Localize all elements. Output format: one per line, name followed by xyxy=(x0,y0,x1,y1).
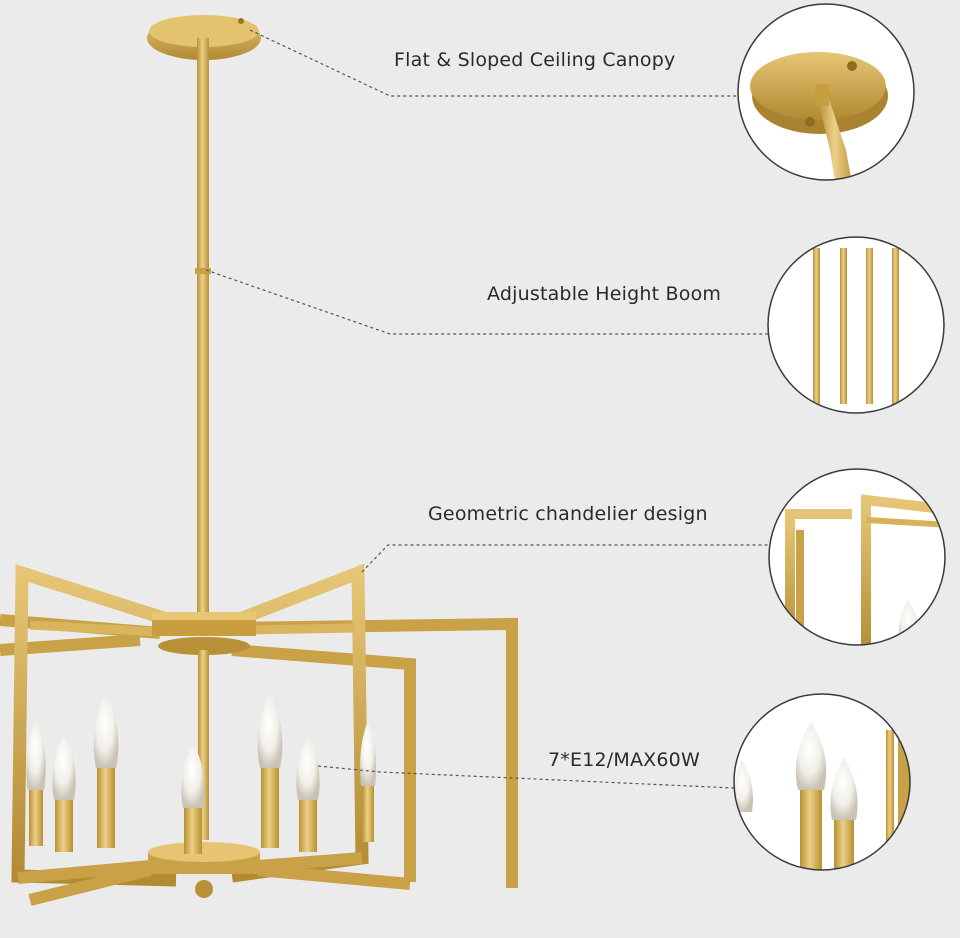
callout-label-boom: Adjustable Height Boom xyxy=(487,283,722,305)
detail-circle-boom xyxy=(767,236,945,414)
leader-lines xyxy=(205,29,768,789)
detail-circle-design xyxy=(768,468,946,646)
leader-canopy xyxy=(249,29,738,97)
leader-design xyxy=(361,544,768,573)
callout-label-design: Geometric chandelier design xyxy=(428,503,708,525)
callout-label-bulbs: 7*E12/MAX60W xyxy=(548,749,700,771)
leader-boom xyxy=(205,269,768,335)
callout-label-canopy: Flat & Sloped Ceiling Canopy xyxy=(394,49,676,71)
leader-bulbs xyxy=(317,765,735,789)
detail-circle-bulbs xyxy=(733,693,911,871)
candle-group xyxy=(26,694,377,854)
detail-circle-canopy xyxy=(737,3,915,181)
chandelier xyxy=(0,15,518,906)
boom-rod xyxy=(197,38,209,618)
